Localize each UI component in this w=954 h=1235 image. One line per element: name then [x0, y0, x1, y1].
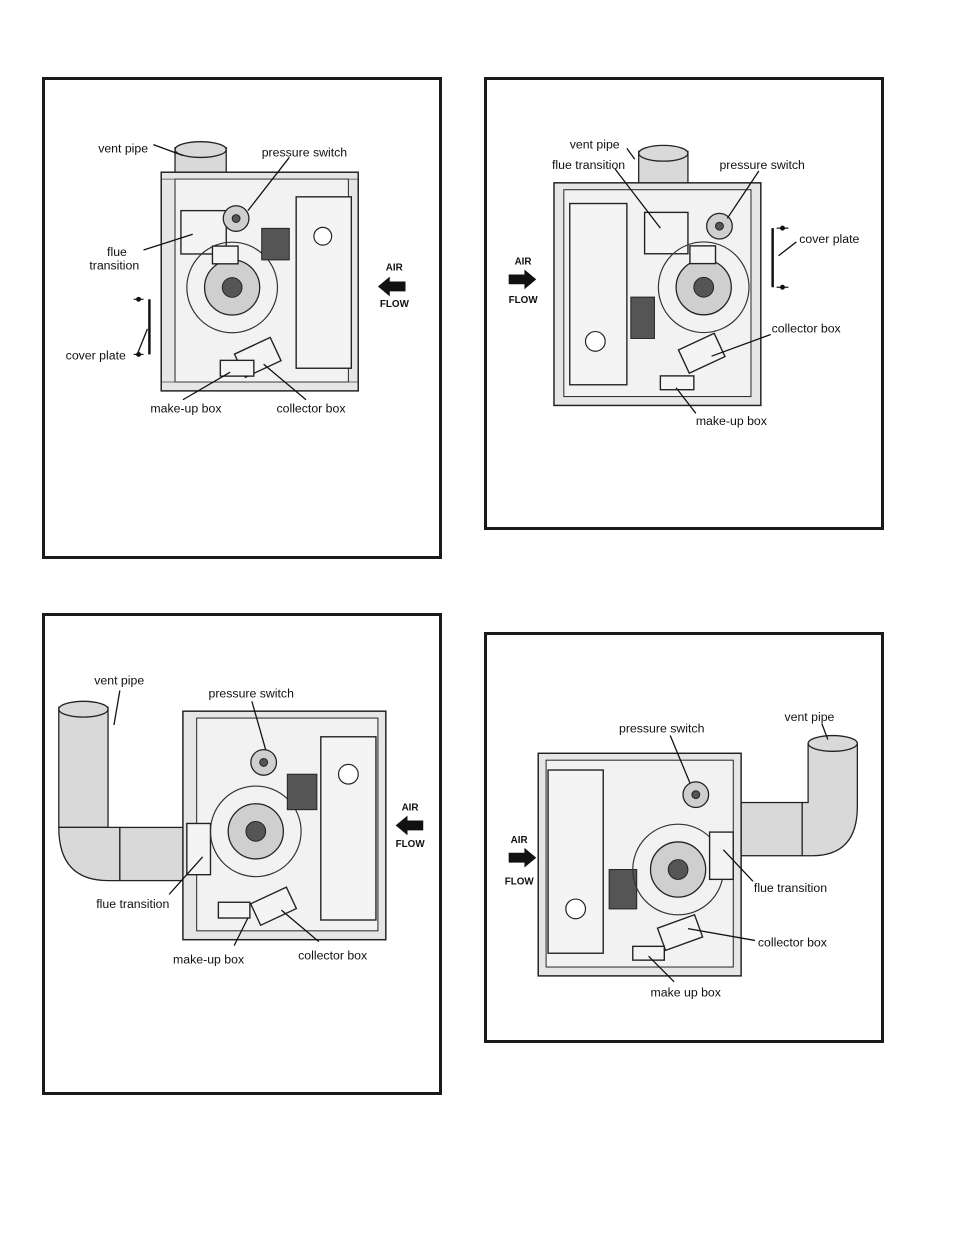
label-flue-transition-line2: transition: [89, 259, 139, 273]
label-vent-pipe: vent pipe: [570, 137, 620, 151]
pressure-switch: [706, 212, 733, 240]
cover-plate: [771, 225, 789, 290]
vent-pipe: [736, 734, 859, 857]
make-up-box: [659, 375, 695, 391]
label-collector-box: collector box: [758, 935, 828, 949]
label-vent-pipe: vent pipe: [94, 674, 144, 688]
label-pressure-switch: pressure switch: [619, 722, 705, 736]
control-box: [320, 736, 377, 921]
collector-box: [656, 913, 704, 952]
label-flue-transition: flue transition: [552, 158, 625, 172]
label-flue-transition-line1: flue: [107, 245, 127, 259]
label-air: AIR: [511, 835, 528, 846]
pressure-switch: [682, 781, 710, 809]
figure-panel-vent-top-left: vent pipe pressure switch flue transitio…: [42, 77, 442, 559]
label-air: AIR: [386, 263, 403, 274]
gas-valve: [286, 773, 318, 811]
make-up-box: [219, 359, 255, 377]
figure-panel-vent-side-right: pressure switch vent pipe flue transitio…: [484, 632, 884, 1043]
inducer-motor: [657, 241, 750, 334]
label-vent-pipe: vent pipe: [784, 710, 834, 724]
collector-box: [677, 332, 726, 375]
label-air: AIR: [402, 803, 419, 814]
inducer-motor: [209, 785, 302, 878]
label-flow: FLOW: [509, 295, 539, 306]
label-make-up-box: make up box: [651, 986, 722, 1000]
inducer-motor: [186, 241, 279, 334]
label-make-up-box: make-up box: [150, 402, 222, 416]
control-box: [569, 202, 628, 386]
label-collector-box: collector box: [276, 402, 346, 416]
flue-transition: [643, 211, 689, 255]
label-flow: FLOW: [380, 299, 410, 310]
label-vent-pipe: vent pipe: [98, 142, 148, 156]
collector-box: [249, 886, 298, 927]
vent-pipe: [638, 144, 689, 186]
label-pressure-switch: pressure switch: [262, 145, 348, 159]
air-flow-arrow-right-icon: [508, 269, 537, 290]
label-cover-plate: cover plate: [799, 232, 859, 246]
furnace-diagram: vent pipe pressure switch flue transitio…: [66, 141, 410, 416]
pressure-switch: [222, 205, 250, 232]
control-box: [547, 769, 604, 954]
pressure-switch: [250, 748, 278, 776]
vent-pipe: [58, 700, 186, 882]
control-box: [295, 196, 353, 369]
air-flow-arrow-left-icon: [377, 276, 406, 297]
label-flow: FLOW: [396, 839, 426, 850]
label-make-up-box: make-up box: [696, 414, 768, 428]
furnace-diagram: vent pipe flue transition pressure switc…: [508, 137, 860, 428]
figure-panel-vent-side-left: vent pipe pressure switch flue transitio…: [42, 613, 442, 1095]
gas-valve: [261, 227, 290, 261]
label-collector-box: collector box: [772, 322, 842, 336]
cover-plate: [133, 296, 151, 357]
gas-valve: [630, 296, 655, 339]
label-pressure-switch: pressure switch: [209, 686, 295, 700]
make-up-box: [217, 901, 251, 919]
air-flow-arrow-left-icon: [395, 815, 424, 836]
flue-transition: [708, 831, 734, 881]
make-up-box: [632, 945, 665, 961]
label-flue-transition: flue transition: [754, 881, 827, 895]
label-cover-plate: cover plate: [66, 348, 126, 362]
label-collector-box: collector box: [298, 948, 368, 962]
furnace-diagram: vent pipe pressure switch flue transitio…: [58, 674, 426, 966]
furnace-diagram: pressure switch vent pipe flue transitio…: [505, 710, 859, 1000]
label-flow: FLOW: [505, 876, 535, 887]
label-make-up-box: make-up box: [173, 952, 245, 966]
label-air: AIR: [515, 257, 532, 268]
flue-transition: [186, 822, 212, 876]
label-flue-transition: flue transition: [96, 897, 169, 911]
air-flow-arrow-right-icon: [508, 847, 537, 868]
inducer-motor: [632, 823, 724, 916]
label-pressure-switch: pressure switch: [719, 158, 805, 172]
figure-panel-vent-top-right: vent pipe flue transition pressure switc…: [484, 77, 884, 530]
